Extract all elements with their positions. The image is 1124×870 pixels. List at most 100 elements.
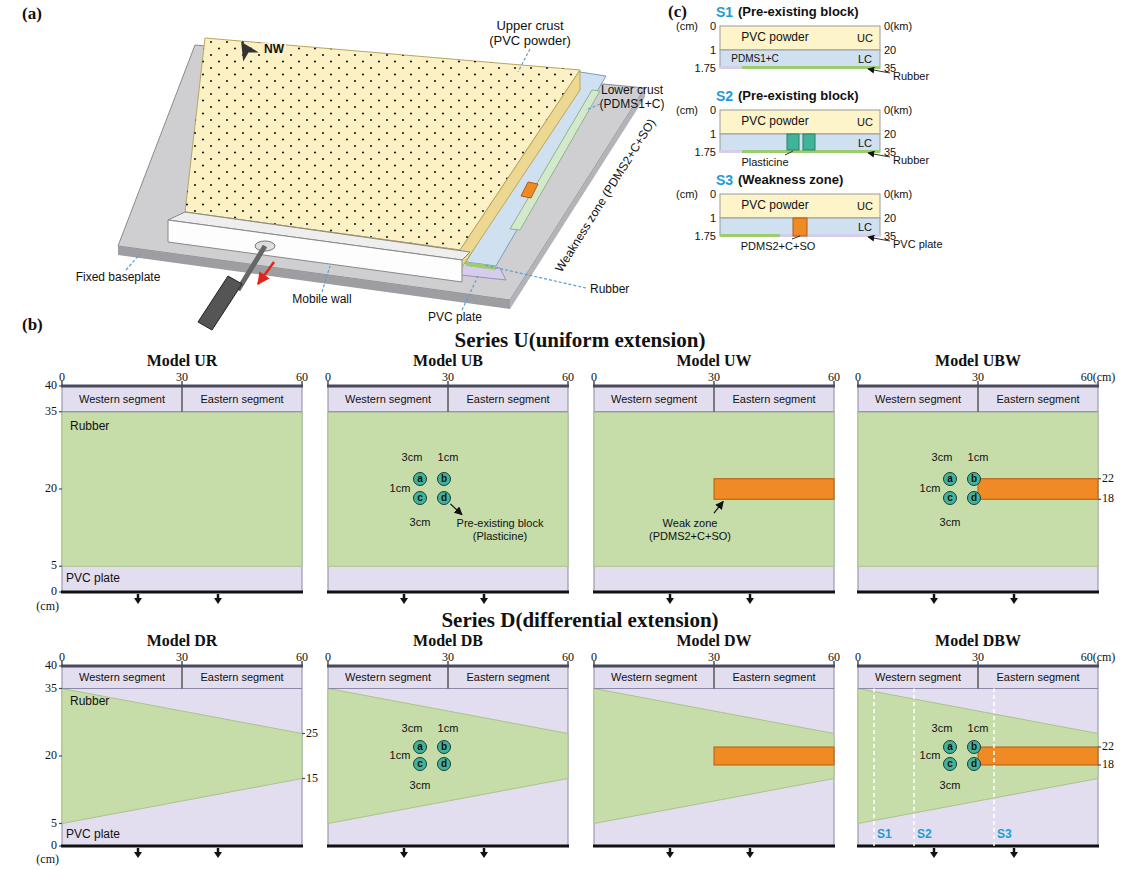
shape — [714, 479, 834, 500]
label: Eastern segment — [732, 393, 815, 406]
model-title: Model DW — [594, 631, 834, 651]
label: PVC powder — [741, 31, 808, 45]
label: 60 — [828, 371, 840, 385]
label: 20 — [884, 44, 896, 57]
shape — [858, 386, 1098, 592]
shape — [181, 386, 183, 412]
label: 0 — [59, 651, 65, 665]
pre-existing-block: b — [437, 740, 451, 754]
block-letter: b — [441, 742, 447, 752]
shape — [586, 104, 600, 110]
shape — [858, 689, 1098, 824]
label: 1cm — [920, 482, 941, 495]
shape — [720, 150, 742, 153]
shape — [977, 666, 979, 689]
shape — [126, 254, 140, 270]
label: 30 — [708, 651, 720, 665]
label: S2 — [917, 828, 932, 842]
label: 60 — [296, 371, 308, 385]
label: S1 — [716, 4, 733, 20]
section-s1 — [720, 26, 890, 73]
label: Series U(uniform extension) — [455, 328, 706, 352]
shape — [720, 66, 742, 69]
label: LC — [858, 53, 872, 66]
label: Rubber — [70, 695, 109, 709]
label: 40 — [45, 659, 57, 673]
shape — [785, 151, 793, 155]
shape — [720, 134, 880, 152]
shape — [857, 845, 1099, 848]
block-letter: a — [417, 742, 423, 752]
shape — [480, 598, 488, 604]
pre-existing-block: a — [413, 740, 427, 754]
label: 1cm — [968, 450, 989, 463]
shape — [61, 591, 303, 594]
block-letter: b — [971, 474, 977, 484]
label: 1 — [710, 44, 716, 57]
label: 1cm — [920, 749, 941, 762]
label: Plasticine — [741, 156, 788, 169]
shape — [873, 689, 875, 847]
label: Rubber — [590, 283, 629, 297]
shape — [720, 194, 880, 218]
shape — [185, 38, 580, 250]
label: 30 — [176, 371, 188, 385]
shape — [742, 66, 880, 69]
label: 1cm — [390, 482, 411, 495]
label: 25 — [306, 727, 318, 741]
model-panel: Model UR — [62, 351, 302, 592]
label: Eastern segment — [466, 671, 549, 684]
label: 1.75 — [695, 146, 716, 159]
pre-existing-block: c — [413, 491, 427, 505]
model-panel: Model UBabcd — [328, 351, 568, 592]
block-letter: a — [417, 474, 423, 484]
label: Mobile wall — [292, 293, 351, 307]
shape — [328, 689, 568, 824]
shape — [59, 566, 62, 567]
label: Eastern segment — [996, 393, 1079, 406]
shape — [59, 488, 62, 489]
label: 0 — [591, 371, 597, 385]
shape — [930, 598, 938, 604]
label: 0(km) — [884, 104, 912, 117]
label: 0 — [710, 104, 716, 117]
label: Western segment — [875, 393, 961, 406]
shape — [666, 598, 674, 604]
shape — [521, 182, 538, 198]
label: 0 — [325, 371, 331, 385]
shape — [858, 412, 1098, 567]
label: 20 — [884, 212, 896, 225]
label: 40 — [45, 379, 57, 393]
label: Western segment — [611, 671, 697, 684]
label: 0 — [855, 651, 861, 665]
label: S3 — [997, 828, 1012, 842]
shape — [993, 689, 995, 847]
shape — [593, 845, 835, 848]
shape — [238, 246, 265, 290]
label: 3cm — [932, 721, 953, 734]
label: Rubber — [893, 154, 929, 167]
shape — [327, 591, 569, 594]
label: 0(km) — [884, 20, 912, 33]
label: UC — [857, 32, 873, 45]
pre-existing-block: b — [967, 472, 981, 486]
label: Rubber — [70, 420, 109, 434]
label: PVC powder — [741, 115, 808, 129]
label: S2 — [716, 88, 733, 104]
label: 1cm — [390, 749, 411, 762]
apparatus — [118, 37, 645, 330]
shape — [484, 265, 586, 288]
shape — [792, 236, 800, 239]
label: 3cm — [410, 516, 431, 529]
label: LC — [858, 137, 872, 150]
shape — [460, 70, 580, 270]
shape — [713, 386, 715, 412]
label: 60 — [296, 651, 308, 665]
shape — [59, 385, 62, 386]
shape — [480, 852, 488, 858]
label: Western segment — [79, 671, 165, 684]
label: Fixed baseplate — [76, 271, 161, 285]
shape — [1010, 852, 1018, 858]
shape — [858, 666, 1098, 846]
